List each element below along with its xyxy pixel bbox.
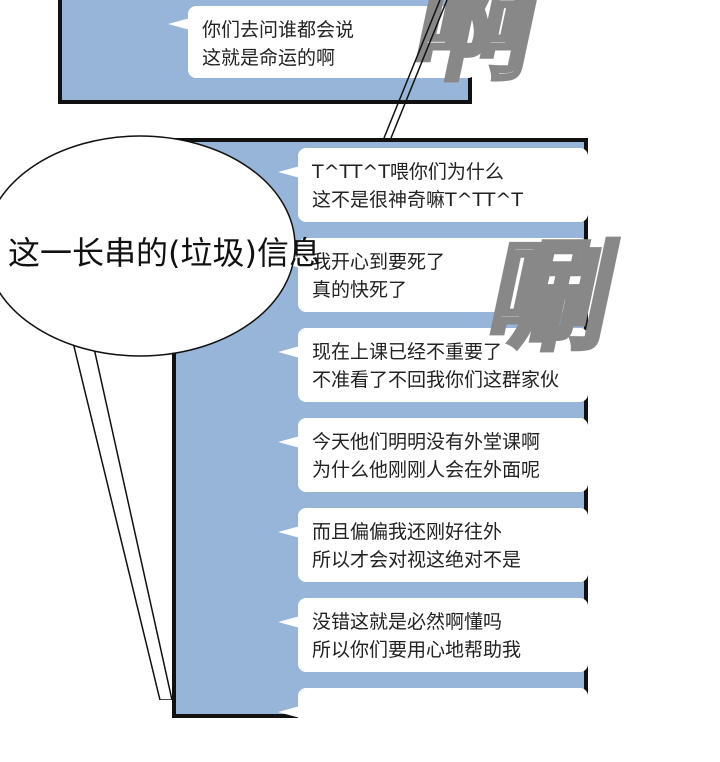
- message-line: 现在上课已经不重要了: [312, 341, 503, 363]
- bubble-pointer-line: [383, 0, 441, 139]
- message-tail: [278, 616, 300, 628]
- message-line: 所以才会对视这绝对不是: [312, 549, 522, 571]
- chat-message: 我开心到要死了真的快死了: [298, 238, 588, 312]
- message-tail: [278, 166, 300, 178]
- message-line: 为什么他刚刚人会在外面呢: [312, 459, 541, 481]
- message-tail: [278, 346, 300, 358]
- chat-message: 今天他们明明没有外堂课啊为什么他刚刚人会在外面呢: [298, 418, 588, 492]
- message-tail: [278, 436, 300, 448]
- chat-message: 没错这就是必然啊懂吗所以你们要用心地帮助我: [298, 598, 588, 672]
- message-line: T^TT^T喂你们为什么: [312, 161, 504, 183]
- message-line: 而且偏偏我还刚好往外: [312, 521, 503, 543]
- speech-bubble-text: 这一长串的(垃圾)信息: [8, 234, 321, 272]
- message-line: 这就是命运的啊: [202, 47, 336, 69]
- message-line: 今天他们明明没有外堂课啊: [312, 431, 541, 453]
- chat-message: 现在上课已经不重要了不准看了不回我你们这群家伙: [298, 328, 588, 402]
- message-tail: [168, 18, 190, 30]
- chat-message: T^TT^T喂你们为什么这不是很神奇嘛T^TT^T: [298, 148, 588, 222]
- bubble-tail: [69, 329, 173, 700]
- chat-message: 而且偏偏我还刚好往外所以才会对视这绝对不是: [298, 508, 588, 582]
- message-line: 所以你们要用心地帮助我: [312, 639, 522, 661]
- top-chat-panel: 你们去问谁都会说 这就是命运的啊: [58, 0, 476, 104]
- message-tail: [278, 706, 300, 718]
- message-line: 不准看了不回我你们这群家伙: [312, 369, 560, 391]
- chat-message: 你们去问谁都会说 这就是命运的啊: [188, 6, 476, 78]
- bubble-body: [0, 135, 296, 357]
- message-line: 你们去问谁都会说: [202, 19, 355, 41]
- message-line: 真的快死了: [312, 279, 408, 301]
- speech-bubble-shape: [0, 0, 448, 700]
- message-line: 这不是很神奇嘛T^TT^T: [312, 189, 523, 211]
- message-line: 我开心到要死了: [312, 251, 446, 273]
- bubble-pointer-line: [390, 0, 448, 139]
- message-tail: [278, 526, 300, 538]
- message-line: 没错这就是必然啊懂吗: [312, 611, 503, 633]
